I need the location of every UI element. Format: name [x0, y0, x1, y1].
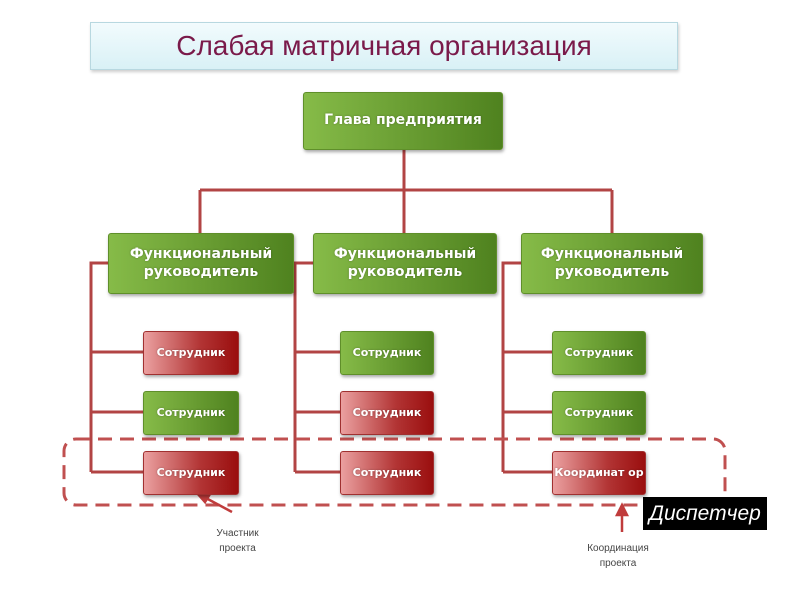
slide-title: Слабая матричная организация — [90, 22, 678, 70]
dispatcher-label: Диспетчер — [643, 497, 767, 530]
functional-manager-box: Функциональный руководитель — [521, 233, 703, 294]
employee-box: Сотрудник — [143, 391, 239, 435]
functional-manager-box: Функциональный руководитель — [313, 233, 497, 294]
employee-box: Сотрудник — [340, 391, 434, 435]
participant-label: Участник проекта — [216, 528, 259, 554]
employee-box: Сотрудник — [552, 331, 646, 375]
head-of-enterprise-box: Глава предприятия — [303, 92, 503, 150]
functional-manager-box: Функциональный руководитель — [108, 233, 294, 294]
employee-box: Сотрудник — [143, 331, 239, 375]
employee-box: Сотрудник — [143, 451, 239, 495]
coordination-label: Координация проекта — [587, 543, 649, 569]
employee-box: Сотрудник — [552, 391, 646, 435]
employee-box: Сотрудник — [340, 451, 434, 495]
employee-box: Сотрудник — [340, 331, 434, 375]
project-team-dashed-outline — [62, 437, 727, 507]
coordinator-box: Координат ор — [552, 451, 646, 495]
